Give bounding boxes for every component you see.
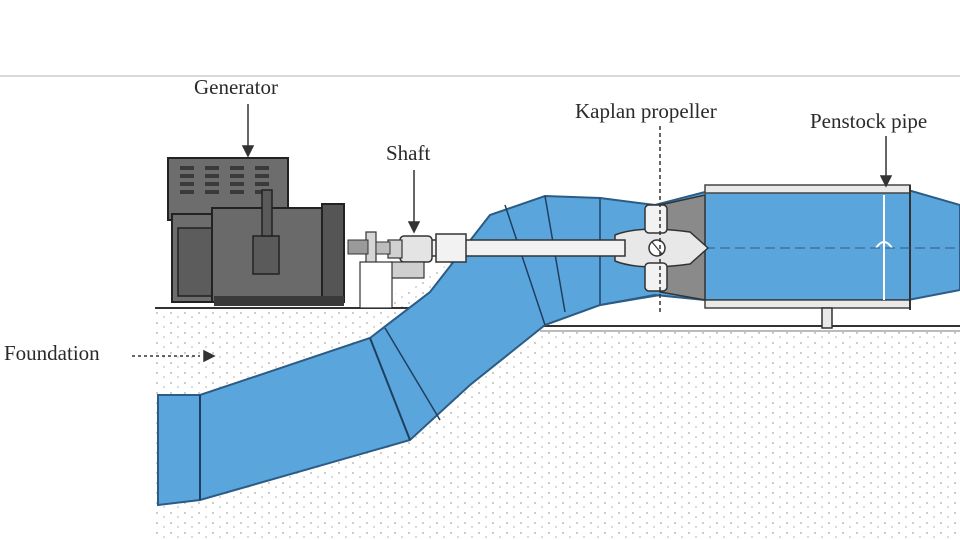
kaplan-propeller-label: Kaplan propeller xyxy=(575,99,717,123)
support-pillar xyxy=(822,308,832,328)
penstock-pipe-label: Penstock pipe xyxy=(810,109,927,133)
generator-label: Generator xyxy=(194,75,278,99)
foundation-label: Foundation xyxy=(4,341,100,365)
shaft-label: Shaft xyxy=(386,141,430,165)
generator xyxy=(168,158,344,306)
